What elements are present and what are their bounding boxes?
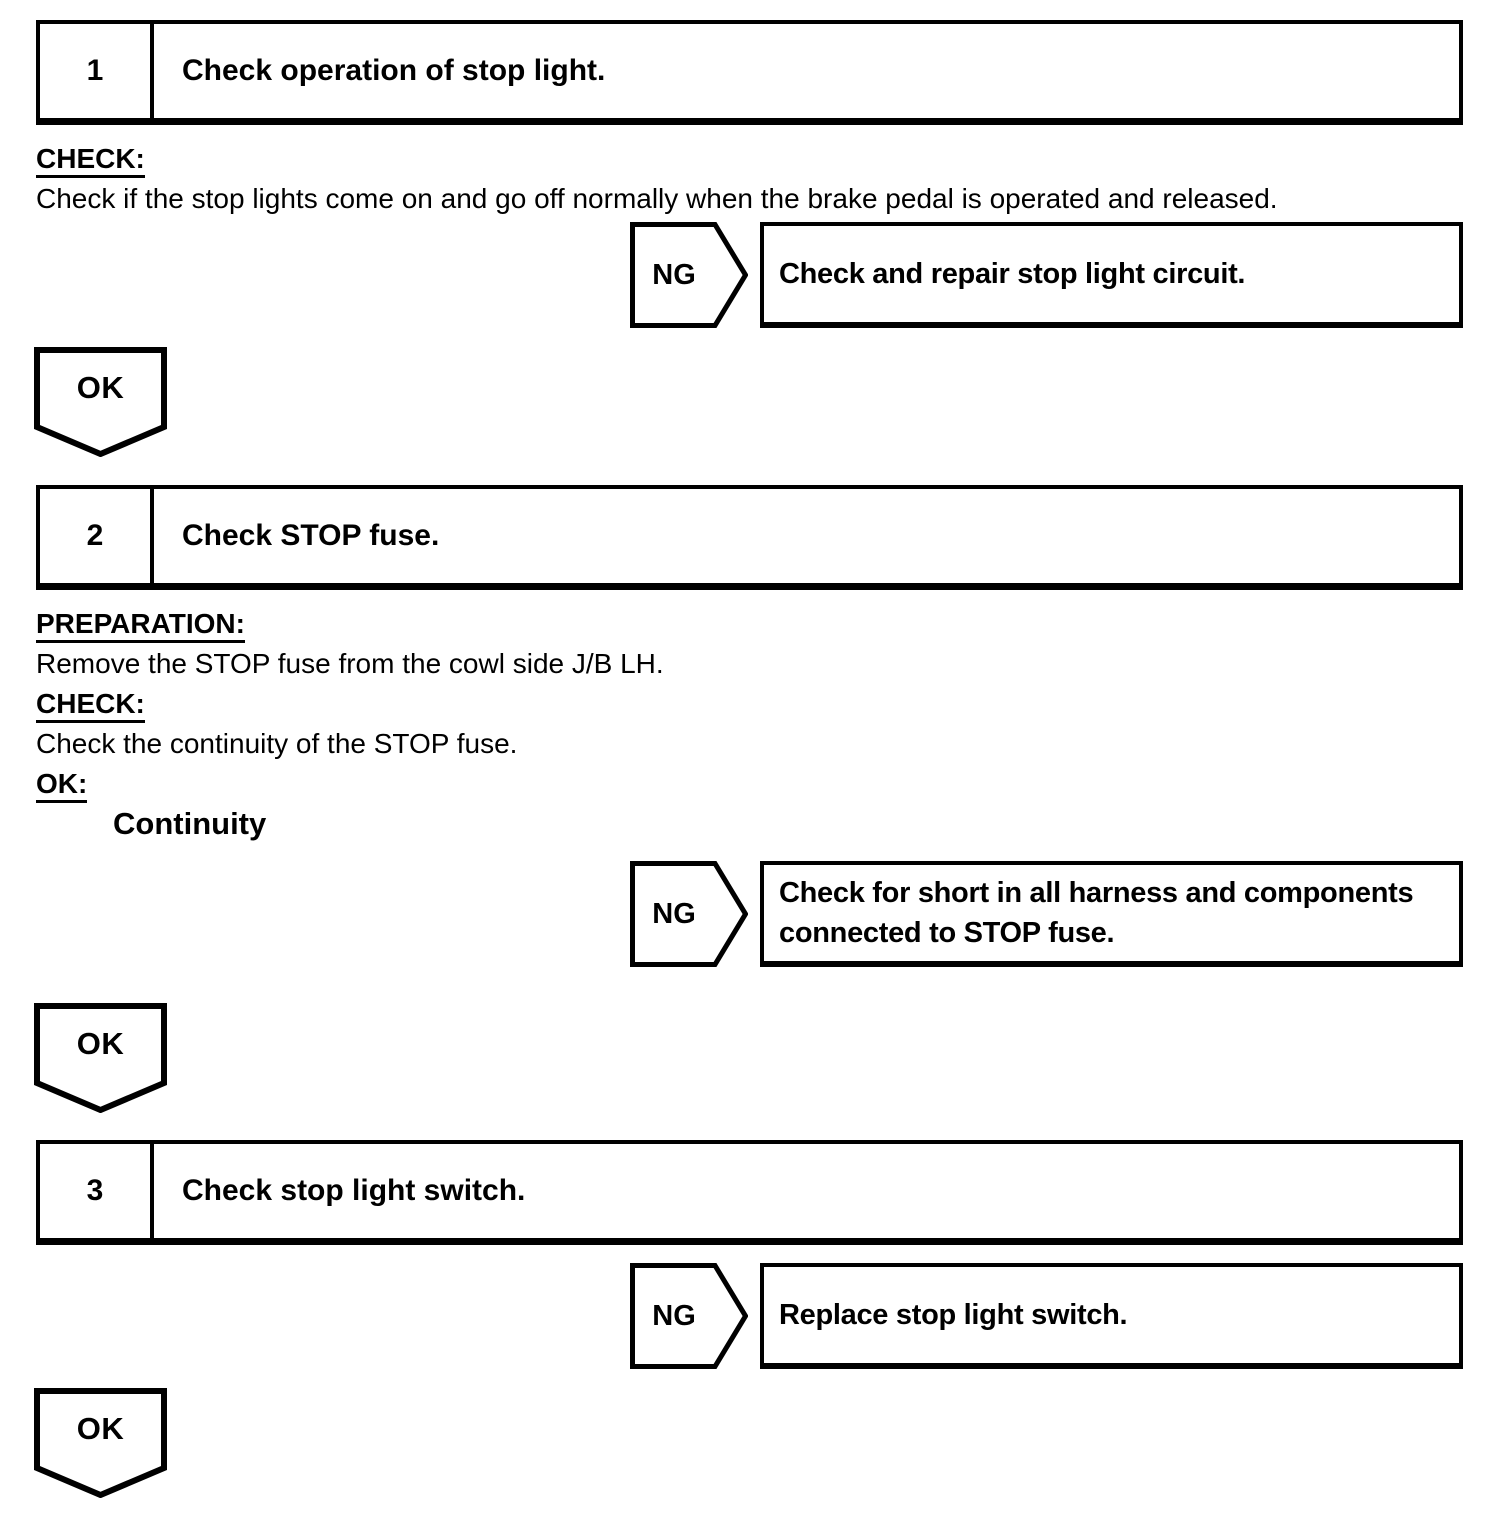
ng-arrow-icon: NG (630, 861, 748, 967)
step-1-details: CHECK: Check if the stop lights come on … (36, 139, 1278, 219)
ok-label: OK (76, 1026, 125, 1061)
ok-down-arrow-icon: OK (34, 347, 167, 457)
step-2-number: 2 (40, 489, 154, 583)
ng-label: NG (652, 258, 696, 291)
step-1-header-box: 1 Check operation of stop light. (36, 20, 1463, 125)
step-2-header-box: 2 Check STOP fuse. (36, 485, 1463, 590)
ng-label: NG (652, 1299, 696, 1332)
step-2-details: PREPARATION: Remove the STOP fuse from t… (36, 604, 664, 844)
ok-label: OK (76, 1411, 125, 1446)
step-2-ok-heading: OK: (36, 764, 664, 804)
ok-label: OK (76, 370, 125, 405)
step-2-check-heading: CHECK: (36, 684, 664, 724)
step-1-check-body: Check if the stop lights come on and go … (36, 183, 1278, 214)
step-3-title: Check stop light switch. (182, 1174, 526, 1207)
ng-action-text: connected to STOP fuse. (779, 917, 1115, 949)
ng-arrow-icon: NG (630, 222, 748, 328)
step-1-number: 1 (40, 24, 154, 118)
ng-arrow-icon: NG (630, 1263, 748, 1369)
step-1-ng-action-box: Check and repair stop light circuit. (760, 222, 1463, 328)
ng-action-text: Replace stop light switch. (779, 1299, 1128, 1331)
step-2-ng-row: NG Check for short in all harness and co… (630, 861, 1463, 967)
step-2-check-body: Check the continuity of the STOP fuse. (36, 728, 518, 759)
ng-label: NG (652, 897, 696, 930)
step-3-header-box: 3 Check stop light switch. (36, 1140, 1463, 1245)
step-3-ng-row: NG Replace stop light switch. (630, 1263, 1463, 1369)
ok-down-arrow-icon: OK (34, 1003, 167, 1113)
ok-down-arrow-icon: OK (34, 1388, 167, 1498)
step-2-title: Check STOP fuse. (182, 519, 440, 552)
ng-action-text: Check for short in all harness and compo… (779, 877, 1414, 909)
step-2-ok-result: Continuity (113, 806, 267, 841)
step-1-title: Check operation of stop light. (182, 54, 606, 87)
step-2-ng-action-box: Check for short in all harness and compo… (760, 861, 1463, 967)
step-2-preparation-body: Remove the STOP fuse from the cowl side … (36, 648, 664, 679)
step-3-number: 3 (40, 1144, 154, 1238)
ng-action-text: Check and repair stop light circuit. (779, 258, 1246, 290)
step-2-preparation-heading: PREPARATION: (36, 604, 664, 644)
step-1-ng-row: NG Check and repair stop light circuit. (630, 222, 1463, 328)
step-1-check-heading: CHECK: (36, 139, 1278, 179)
step-3-ng-action-box: Replace stop light switch. (760, 1263, 1463, 1369)
